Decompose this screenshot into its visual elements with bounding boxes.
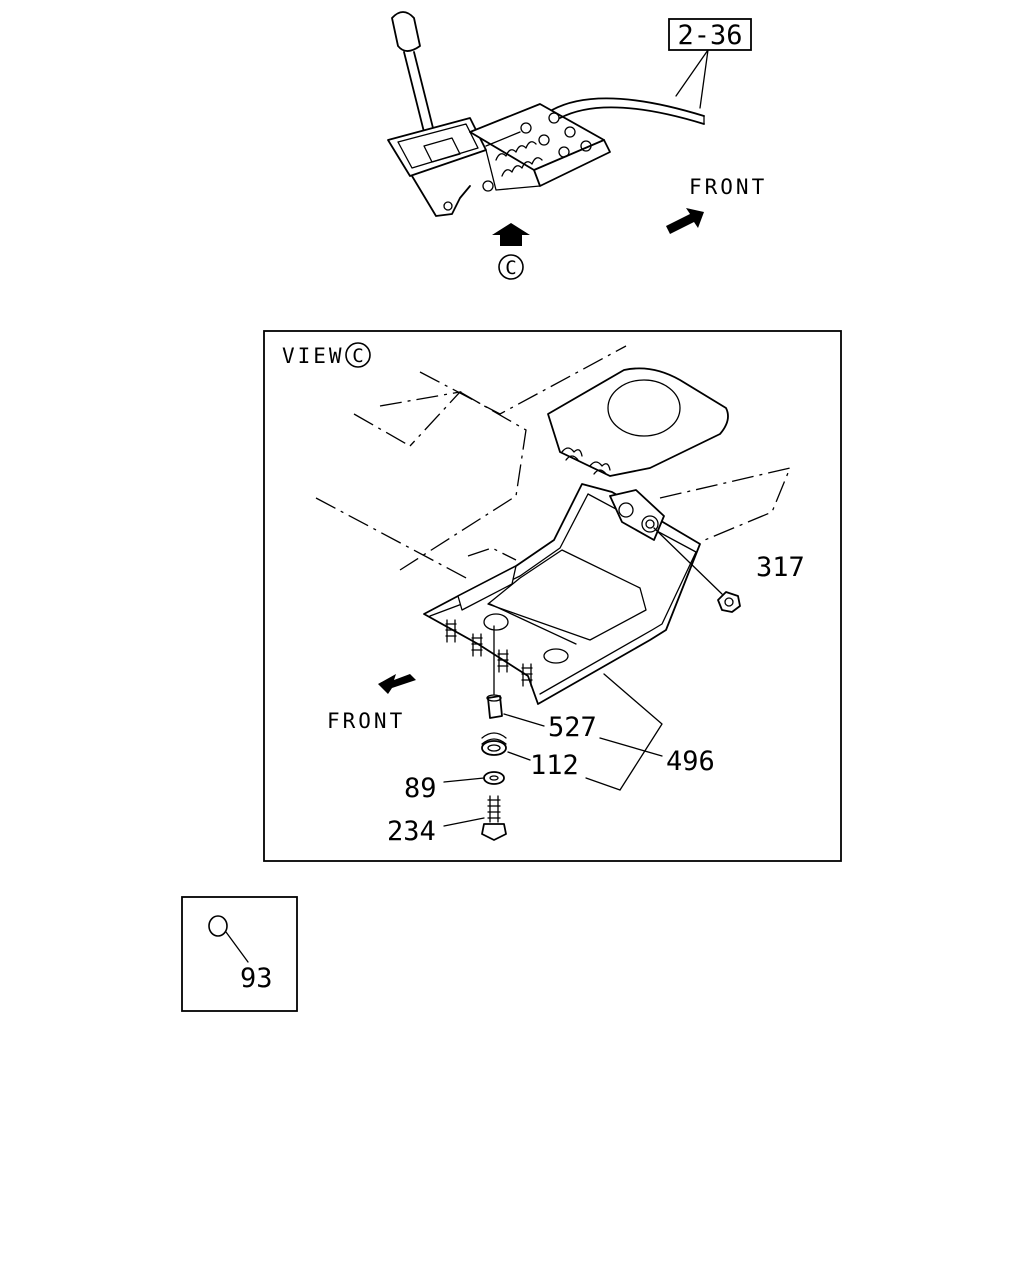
plug-part <box>208 915 228 937</box>
detail-view-frame <box>263 330 842 862</box>
front-label-top: FRONT <box>689 175 767 199</box>
front-arrow-top <box>666 208 704 234</box>
callout-234: 234 <box>387 816 436 847</box>
front-label-detail: FRONT <box>327 709 405 733</box>
front-arrow-detail <box>378 674 416 694</box>
callout-317: 317 <box>756 552 805 583</box>
callout-93: 93 <box>240 963 273 994</box>
floor-cover-assembly <box>315 345 792 841</box>
inset-frame <box>181 896 298 1012</box>
callout-89: 89 <box>404 773 437 804</box>
callout-496: 496 <box>666 746 715 777</box>
view-marker-letter: C <box>505 257 516 279</box>
view-title-letter: C <box>352 345 363 367</box>
reference-box-label: 2-36 <box>677 20 742 51</box>
view-direction-arrow <box>492 223 530 246</box>
view-title: VIEW <box>282 344 345 368</box>
callout-527: 527 <box>548 712 597 743</box>
callout-112: 112 <box>530 750 579 781</box>
view-title-circle <box>345 342 371 368</box>
reference-box <box>668 18 752 51</box>
view-marker-circle <box>498 254 524 280</box>
shift-lever-assembly <box>387 11 709 217</box>
